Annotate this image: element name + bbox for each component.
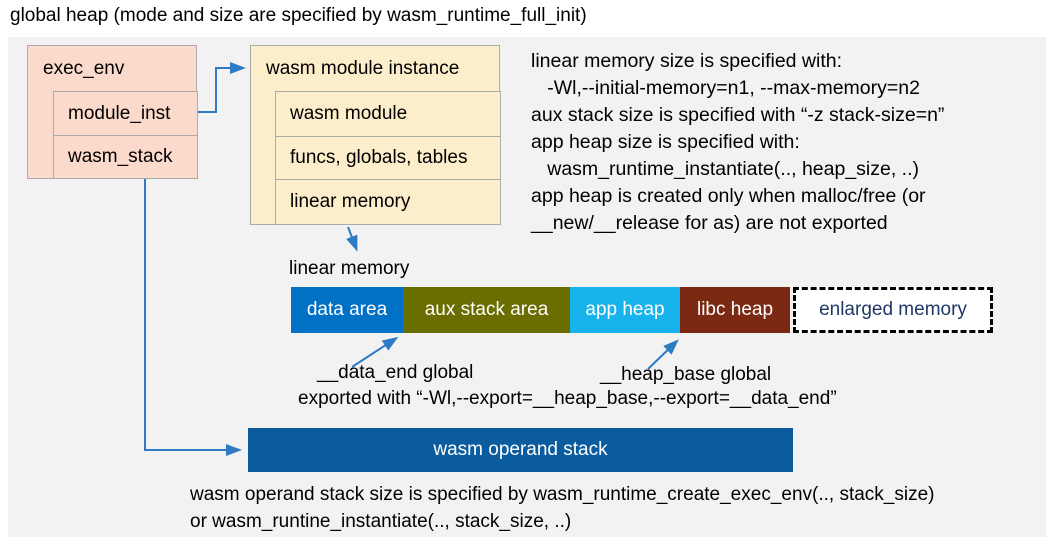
exec-env-row-module-inst: module_inst: [53, 91, 198, 136]
instance-row-wasm-module: wasm module: [275, 91, 501, 137]
note-line: wasm_runtime_instantiate(.., heap_size, …: [531, 158, 920, 180]
instance-row-linear-memory: linear memory: [275, 179, 501, 225]
note-line: app heap is created only when malloc/fre…: [531, 185, 926, 207]
instance-row-funcs-globals-tables: funcs, globals, tables: [275, 136, 501, 180]
note-line: wasm operand stack size is specified by …: [190, 484, 935, 505]
segment-libc-heap: libc heap: [680, 287, 790, 333]
notes-bottom: wasm operand stack size is specified by …: [190, 481, 935, 535]
note-line: aux stack size is specified with “-z sta…: [531, 104, 945, 126]
exec-env-row-wasm-stack: wasm_stack: [53, 135, 198, 179]
data-end-global-label: __data_end global: [317, 362, 474, 383]
note-line: linear memory size is specified with:: [531, 50, 843, 72]
notes-right: linear memory size is specified with: -W…: [531, 48, 944, 237]
module-instance-box: wasm module instance wasm module funcs, …: [250, 45, 501, 225]
segment-app-heap: app heap: [570, 287, 680, 333]
note-line: app heap size is specified with:: [531, 131, 800, 153]
page-title: global heap (mode and size are specified…: [10, 5, 587, 26]
linear-memory-label: linear memory: [289, 258, 410, 279]
arrow-linear-memory-row-to-label: [346, 226, 358, 252]
segment-enlarged-memory: enlarged memory: [793, 287, 993, 333]
note-line: __new/__release for as) are not exported: [531, 212, 888, 234]
segment-aux-stack-area: aux stack area: [403, 287, 570, 333]
module-instance-title: wasm module instance: [266, 58, 460, 79]
exec-env-box: exec_env module_inst wasm_stack: [27, 45, 198, 179]
wasm-operand-stack-bar: wasm operand stack: [248, 428, 793, 472]
note-line: -Wl,--initial-memory=n1, --max-memory=n2: [531, 77, 920, 99]
arrow-wasm-stack-to-operand-stack: [144, 179, 242, 456]
heap-base-global-label: __heap_base global: [600, 364, 772, 385]
arrow-module-inst-to-instance: [197, 62, 246, 113]
exec-env-title: exec_env: [43, 58, 125, 79]
segment-data-area: data area: [291, 287, 403, 333]
note-line: or wasm_runtine_instantiate(.., stack_si…: [190, 511, 572, 532]
diagram-canvas: exec_env module_inst wasm_stack wasm mod…: [8, 37, 1046, 537]
exported-with-line: exported with “-Wl,--export=__heap_base,…: [298, 388, 837, 409]
